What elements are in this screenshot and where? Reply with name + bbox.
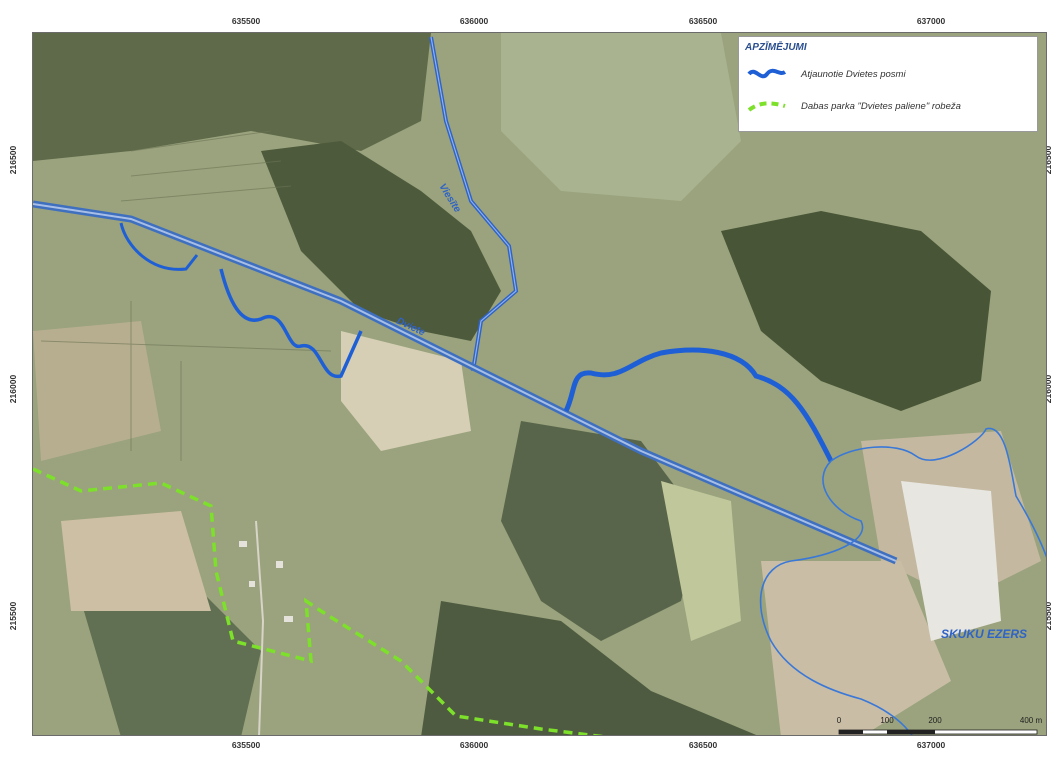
y-tick-left-3: 216500 bbox=[8, 145, 18, 175]
forest-south-central bbox=[501, 421, 701, 641]
scale-tick-0: 0 bbox=[837, 716, 842, 725]
x-tick-bottom-3: 636500 bbox=[688, 740, 718, 750]
y-tick-left-1: 215500 bbox=[8, 601, 18, 631]
scale-tick-400: 400 m bbox=[1020, 716, 1043, 725]
field-west bbox=[33, 321, 161, 461]
field-strips bbox=[40, 130, 332, 461]
x-tick-top-1: 635500 bbox=[231, 16, 261, 26]
scale-tick-200: 200 bbox=[928, 716, 942, 725]
park-boundary bbox=[33, 467, 605, 735]
x-tick-top-2: 636000 bbox=[459, 16, 489, 26]
forest-southwest bbox=[81, 591, 261, 735]
road bbox=[255, 520, 265, 735]
x-tick-bottom-2: 636000 bbox=[459, 740, 489, 750]
field-southwest bbox=[61, 511, 211, 611]
clearing-center bbox=[341, 331, 471, 451]
label-lake: SKUKU EZERS bbox=[941, 627, 1027, 641]
restored-river-swatch-icon bbox=[747, 68, 787, 79]
forest-northwest bbox=[33, 33, 431, 161]
legend-item-restored: Atjaunotie Dvietes posmi bbox=[745, 63, 906, 85]
field-north bbox=[501, 33, 741, 201]
forest-east bbox=[721, 211, 991, 411]
map-canvas: Viesīte Dviete SKUKU EZERS 0 100 200 400… bbox=[33, 33, 1046, 735]
meadow-south bbox=[661, 481, 741, 641]
scale-tick-100: 100 bbox=[880, 716, 894, 725]
restored-segment-1 bbox=[119, 222, 199, 271]
meadow-southeast bbox=[761, 561, 951, 735]
legend-label-restored: Atjaunotie Dvietes posmi bbox=[801, 68, 906, 80]
x-tick-top-3: 636500 bbox=[688, 16, 718, 26]
restored-segment-3 bbox=[563, 347, 834, 463]
x-tick-bottom-4: 637000 bbox=[916, 740, 946, 750]
y-tick-left-2: 216000 bbox=[8, 374, 18, 404]
map-legend: APZĪMĒJUMI Atjaunotie Dvietes posmi Daba… bbox=[738, 36, 1038, 132]
legend-item-park: Dabas parka "Dvietes paliene" robeža bbox=[745, 95, 961, 117]
park-boundary-swatch-icon bbox=[747, 101, 786, 112]
x-tick-bottom-1: 635500 bbox=[231, 740, 261, 750]
river-east-outline bbox=[830, 427, 1046, 558]
map-frame[interactable]: Viesīte Dviete SKUKU EZERS 0 100 200 400… bbox=[32, 32, 1047, 736]
legend-label-park: Dabas parka "Dvietes paliene" robeža bbox=[801, 100, 961, 112]
legend-title: APZĪMĒJUMI bbox=[745, 42, 807, 53]
scale-bar: 0 100 200 400 m bbox=[837, 716, 1043, 735]
forest-south bbox=[421, 601, 757, 735]
lake-outline bbox=[759, 460, 913, 735]
settlement-buildings bbox=[239, 541, 293, 622]
restored-segment-2 bbox=[219, 268, 363, 378]
lake-surface bbox=[901, 481, 1001, 641]
forest-central bbox=[261, 141, 501, 341]
x-tick-top-4: 637000 bbox=[916, 16, 946, 26]
